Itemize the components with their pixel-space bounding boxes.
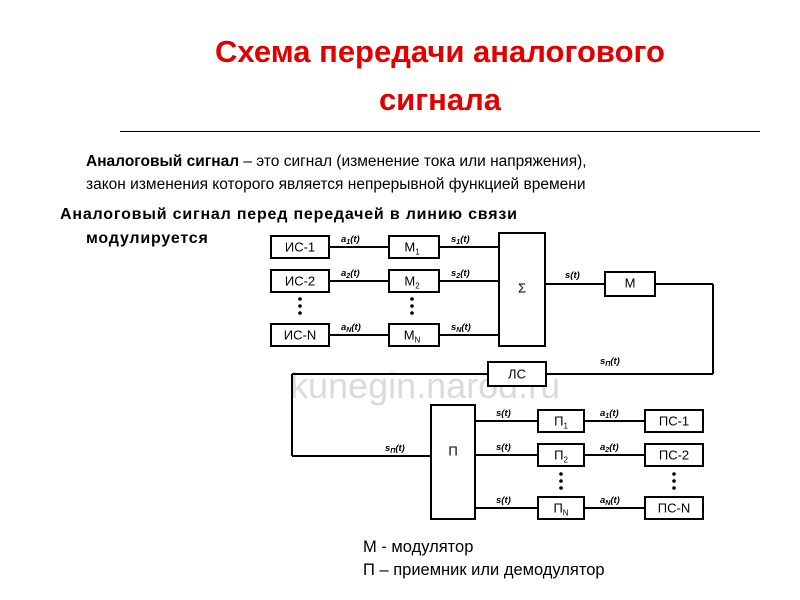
definition-line-1: это сигнал (изменение тока или напряжени… bbox=[256, 153, 587, 170]
modulator-label: М1 bbox=[404, 240, 420, 257]
definition-line-2: закон изменения которого является непрер… bbox=[86, 176, 586, 193]
ellipsis-dots bbox=[672, 472, 676, 476]
ellipsis-dots bbox=[559, 479, 563, 483]
received-signal-label: s(t) bbox=[496, 408, 511, 419]
output-a-signal-label: a2(t) bbox=[600, 442, 619, 454]
output-a-signal-label: aN(t) bbox=[600, 495, 620, 507]
ellipsis-dots bbox=[559, 472, 563, 476]
title-line-1: Схема передачи аналогового bbox=[215, 34, 665, 69]
line-signal-label: sП(t) bbox=[600, 356, 620, 368]
ellipsis-dots bbox=[672, 479, 676, 483]
modulation-line-2: модулируется bbox=[86, 230, 209, 247]
consumer-block bbox=[644, 409, 704, 433]
receiver-input-label: sП(t) bbox=[385, 443, 405, 455]
slide-title: Схема передачи аналогового сигнала bbox=[120, 28, 760, 124]
title-line-2: сигнала bbox=[378, 82, 502, 117]
received-signal-label: s(t) bbox=[496, 442, 511, 453]
definition-text: Аналоговый сигнал – это сигнал (изменени… bbox=[86, 150, 766, 196]
s-signal-label: s2(t) bbox=[451, 268, 470, 280]
a-signal-label: aN(t) bbox=[341, 322, 361, 334]
source-label: ИС-2 bbox=[285, 274, 315, 289]
consumer-label: ПС-2 bbox=[659, 448, 689, 463]
demodulator-label: ПN bbox=[553, 501, 568, 518]
modulation-statement: Аналоговый сигнал перед передачей в лини… bbox=[60, 203, 720, 251]
ellipsis-dots bbox=[559, 486, 563, 490]
ellipsis-dots bbox=[410, 304, 414, 308]
definition-term: Аналоговый сигнал bbox=[86, 153, 240, 170]
s-signal-label: s1(t) bbox=[451, 234, 470, 246]
consumer-label: ПС-1 bbox=[659, 414, 689, 429]
ellipsis-dots bbox=[298, 297, 302, 301]
ellipsis-dots bbox=[672, 486, 676, 490]
line-block-label: ЛС bbox=[508, 367, 526, 382]
consumer-label: ПС-N bbox=[658, 501, 690, 516]
main-modulator-label: М bbox=[625, 276, 636, 291]
output-a-signal-label: a1(t) bbox=[600, 408, 619, 420]
modulator-label: МN bbox=[404, 328, 421, 345]
definition-dash: – bbox=[239, 153, 257, 170]
main-modulator-block bbox=[604, 271, 656, 297]
ellipsis-dots bbox=[410, 311, 414, 315]
s-signal-label: sN(t) bbox=[451, 322, 471, 334]
ellipsis-dots bbox=[298, 311, 302, 315]
received-signal-label: s(t) bbox=[496, 495, 511, 506]
summator-symbol: Σ bbox=[518, 281, 526, 296]
demodulator-label: П1 bbox=[554, 414, 568, 431]
source-label: ИС-N bbox=[284, 328, 316, 343]
ellipsis-dots bbox=[410, 297, 414, 301]
legend-modulator: М - модулятор bbox=[363, 538, 474, 556]
receiver-label: П bbox=[448, 444, 457, 459]
consumer-block bbox=[644, 443, 704, 467]
demodulator-label: П2 bbox=[554, 448, 568, 465]
summator-block bbox=[498, 232, 546, 347]
modulator-label: М2 bbox=[404, 274, 420, 291]
receiver-block bbox=[430, 404, 476, 520]
ellipsis-dots bbox=[298, 304, 302, 308]
legend: М - модулятор П – приемник или демодулят… bbox=[363, 536, 605, 582]
consumer-block bbox=[644, 496, 704, 520]
source-label: ИС-1 bbox=[285, 240, 315, 255]
sum-output-label: s(t) bbox=[565, 270, 580, 281]
legend-receiver: П – приемник или демодулятор bbox=[363, 561, 605, 579]
modulation-line-1: Аналоговый сигнал перед передачей в лини… bbox=[60, 206, 518, 223]
a-signal-label: a2(t) bbox=[341, 268, 360, 280]
title-divider bbox=[120, 131, 760, 132]
a-signal-label: a1(t) bbox=[341, 234, 360, 246]
